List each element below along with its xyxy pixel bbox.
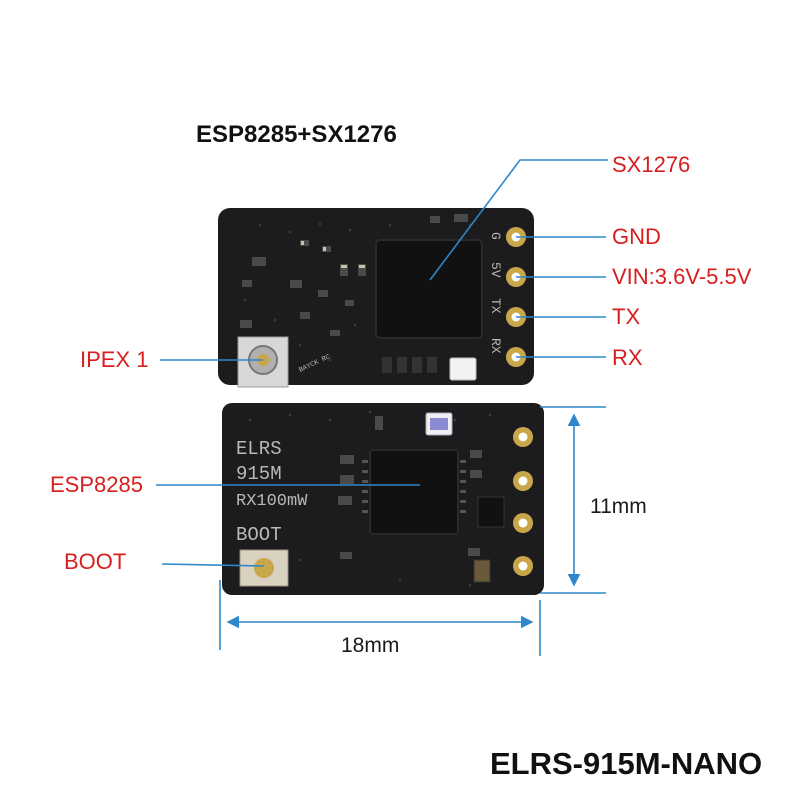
silk-boot: BOOT xyxy=(236,524,282,546)
leader-sx1276 xyxy=(429,159,608,281)
bottom-pins xyxy=(513,427,533,576)
sx1276-chip xyxy=(375,239,483,339)
bottom-board: ELRS 915M RX100mW BOOT xyxy=(222,403,544,595)
product-name: ELRS-915M-NANO xyxy=(490,746,763,781)
silk-pin-tx: TX xyxy=(488,298,503,314)
esp8285-chip xyxy=(369,449,459,535)
label-tx: TX xyxy=(612,304,641,329)
silk-915m: 915M xyxy=(236,463,282,485)
silk-pin-rx: RX xyxy=(488,338,503,354)
boot-button-pad xyxy=(239,549,289,587)
heading-chipset: ESP8285+SX1276 xyxy=(196,121,397,148)
silk-pin-5v: 5V xyxy=(488,262,503,278)
label-sx1276: SX1276 xyxy=(612,152,691,177)
label-gnd: GND xyxy=(612,224,661,249)
ipex-connector xyxy=(237,336,289,388)
dimension-width: 18mm xyxy=(341,634,400,657)
leader-boot xyxy=(161,563,265,567)
label-boot: BOOT xyxy=(64,549,127,574)
label-rx: RX xyxy=(612,345,643,370)
leader-lines xyxy=(156,159,608,656)
silk-elrs: ELRS xyxy=(236,438,282,460)
silk-pin-g: G xyxy=(488,232,503,240)
label-vin: VIN:3.6V-5.5V xyxy=(612,264,752,289)
silk-rx100mw: RX100mW xyxy=(236,492,308,511)
dimension-height: 11mm xyxy=(590,495,647,518)
top-board: G 5V TX RX BAYCK RC xyxy=(218,208,534,388)
label-esp8285: ESP8285 xyxy=(50,472,143,497)
label-ipex: IPEX 1 xyxy=(80,347,149,372)
